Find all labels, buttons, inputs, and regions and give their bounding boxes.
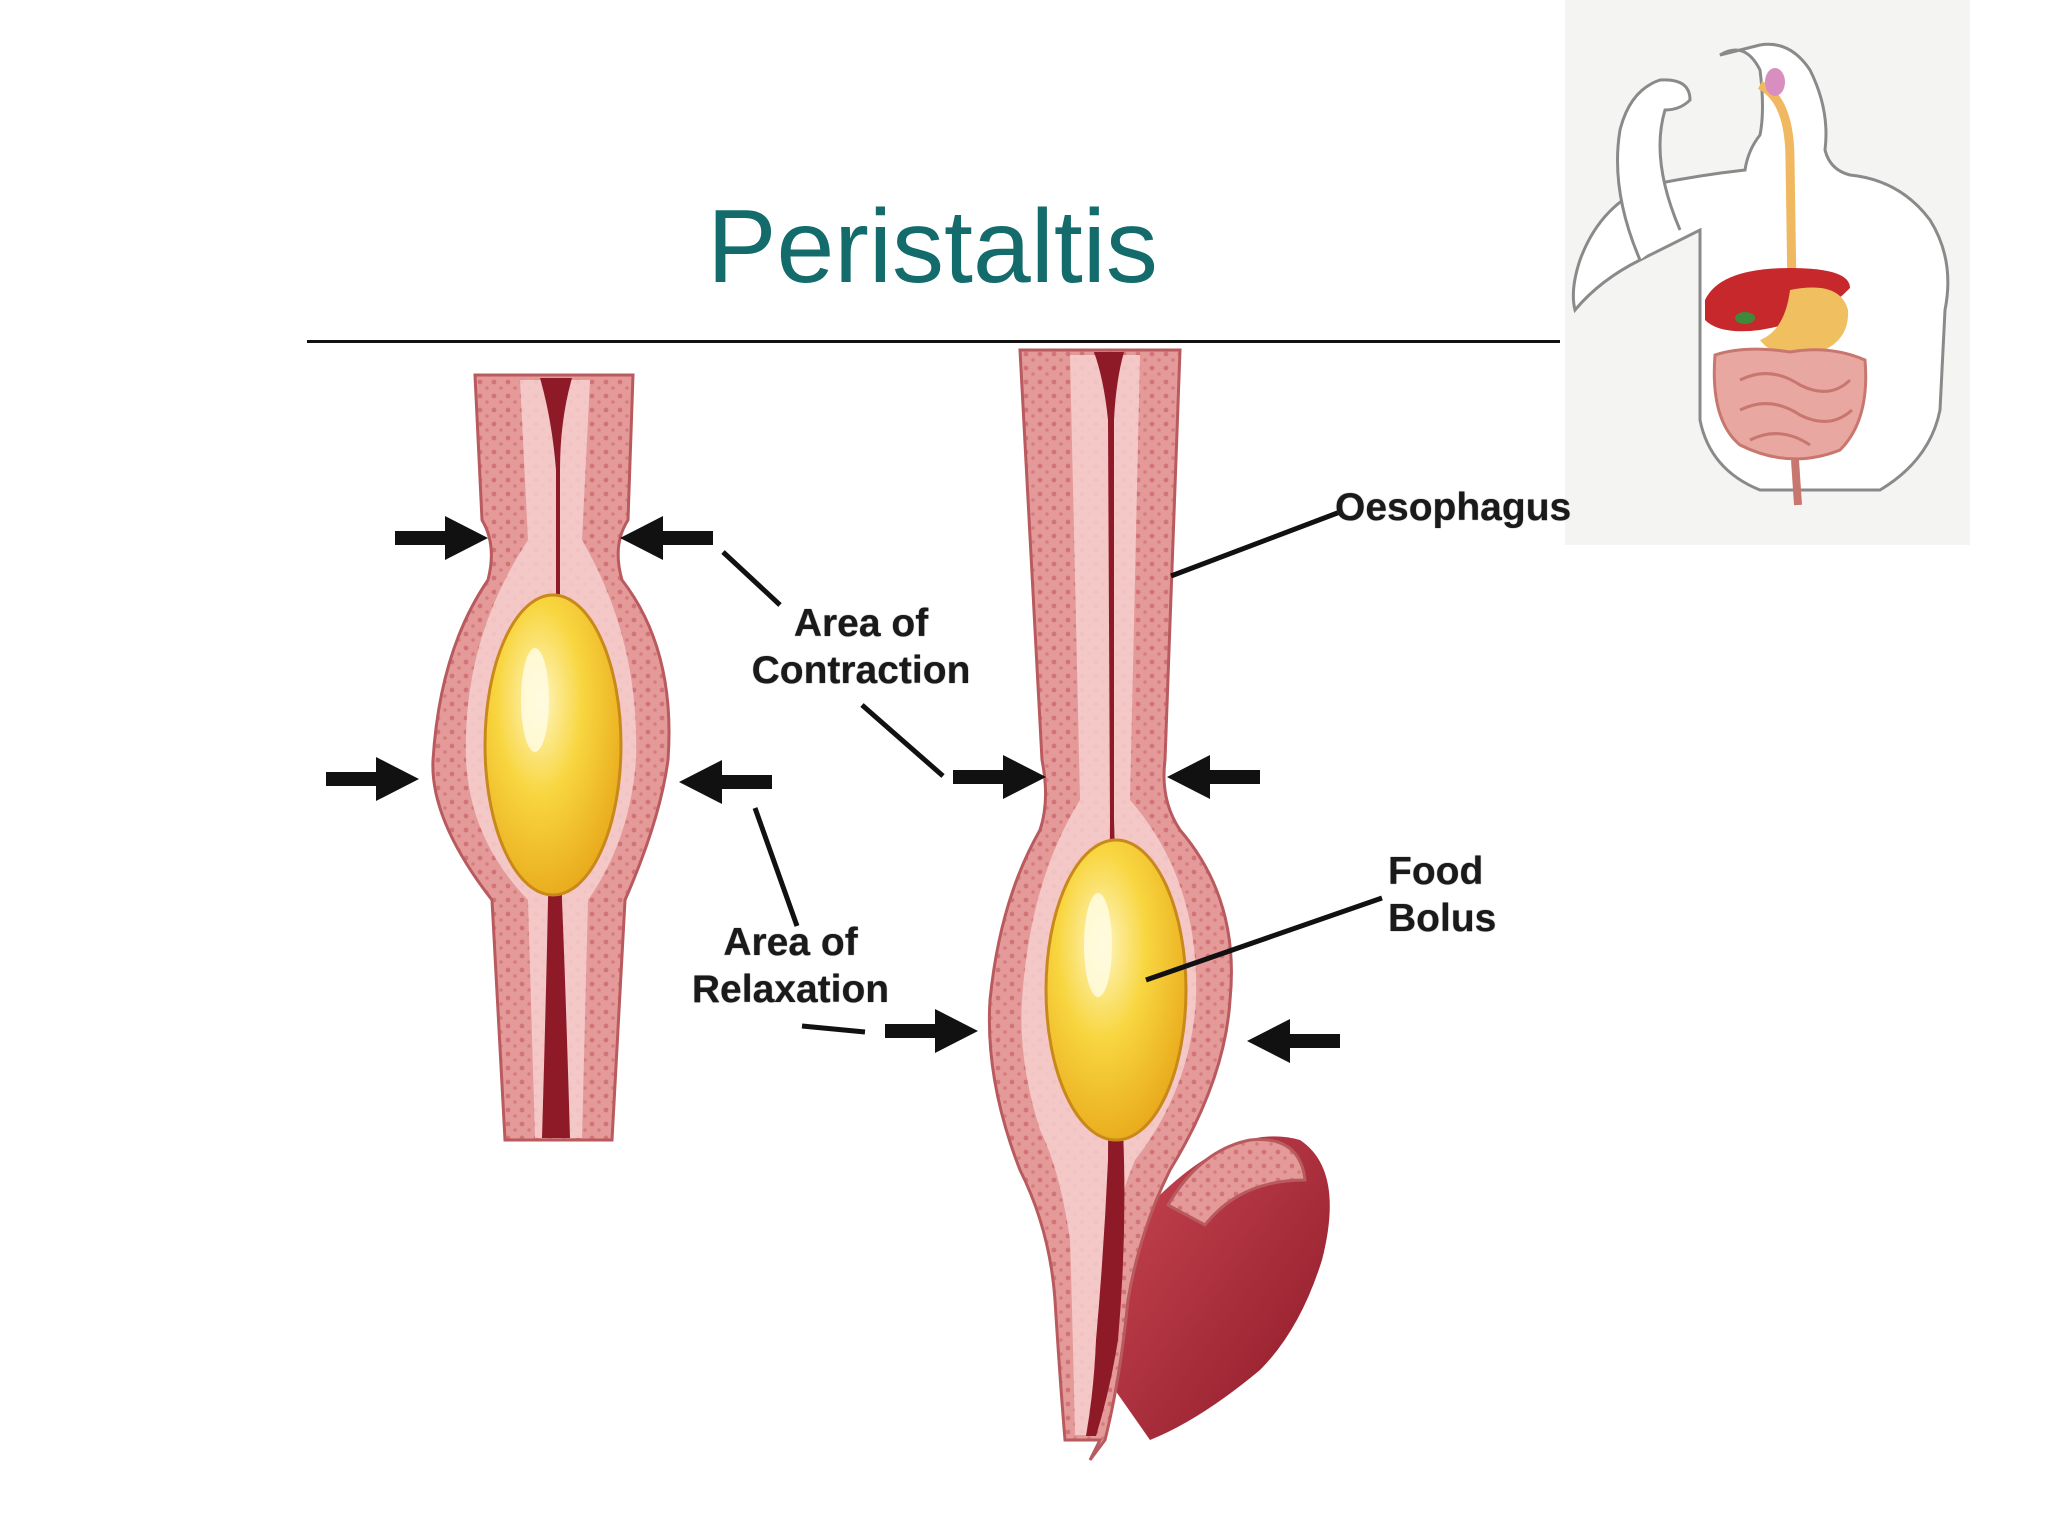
leader-lines — [721, 509, 1383, 1035]
label-relaxation-line1: Area of — [723, 921, 858, 964]
inset-gallbladder — [1735, 312, 1755, 324]
label-area-of-relaxation: Area of Relaxation — [688, 919, 893, 1013]
title-divider — [307, 340, 1560, 343]
digestive-system-inset — [1565, 0, 1970, 545]
right-lumen — [1086, 352, 1125, 1436]
label-relaxation-line2: Relaxation — [691, 968, 890, 1011]
left-food-bolus — [483, 593, 623, 897]
arrow-left-icon — [620, 516, 713, 560]
slide-title: Peristaltis — [707, 189, 1158, 305]
arrow-right-icon — [953, 755, 1046, 799]
label-bolus-line1: Food — [1388, 850, 1484, 893]
inset-stomach — [1760, 287, 1849, 356]
arrow-left-icon — [1247, 1019, 1340, 1063]
force-arrows — [326, 516, 1340, 1063]
inset-salivary-gland — [1765, 68, 1785, 96]
label-bolus-line2: Bolus — [1388, 897, 1497, 940]
arrow-left-icon — [679, 760, 772, 804]
arrow-right-icon — [326, 757, 419, 801]
label-area-of-contraction: Area of Contraction — [746, 600, 976, 694]
arrow-left-icon — [1167, 755, 1260, 799]
arrow-right-icon — [885, 1009, 978, 1053]
arrow-right-icon — [395, 516, 488, 560]
label-contraction-line1: Area of — [793, 602, 929, 645]
raised-arm — [1616, 78, 1692, 261]
stomach-wall — [1108, 1136, 1330, 1440]
label-contraction-line2: Contraction — [751, 649, 971, 692]
inset-rectum — [1791, 459, 1802, 506]
left-oesophagus-segment — [431, 373, 671, 1142]
label-oesophagus-text: Oesophagus — [1335, 486, 1572, 529]
label-oesophagus: Oesophagus — [1335, 484, 1571, 531]
right-oesophagus-segment — [987, 348, 1330, 1461]
label-food-bolus: Food Bolus — [1388, 848, 1496, 942]
right-food-bolus — [1044, 838, 1188, 1142]
inset-intestines — [1712, 347, 1868, 461]
